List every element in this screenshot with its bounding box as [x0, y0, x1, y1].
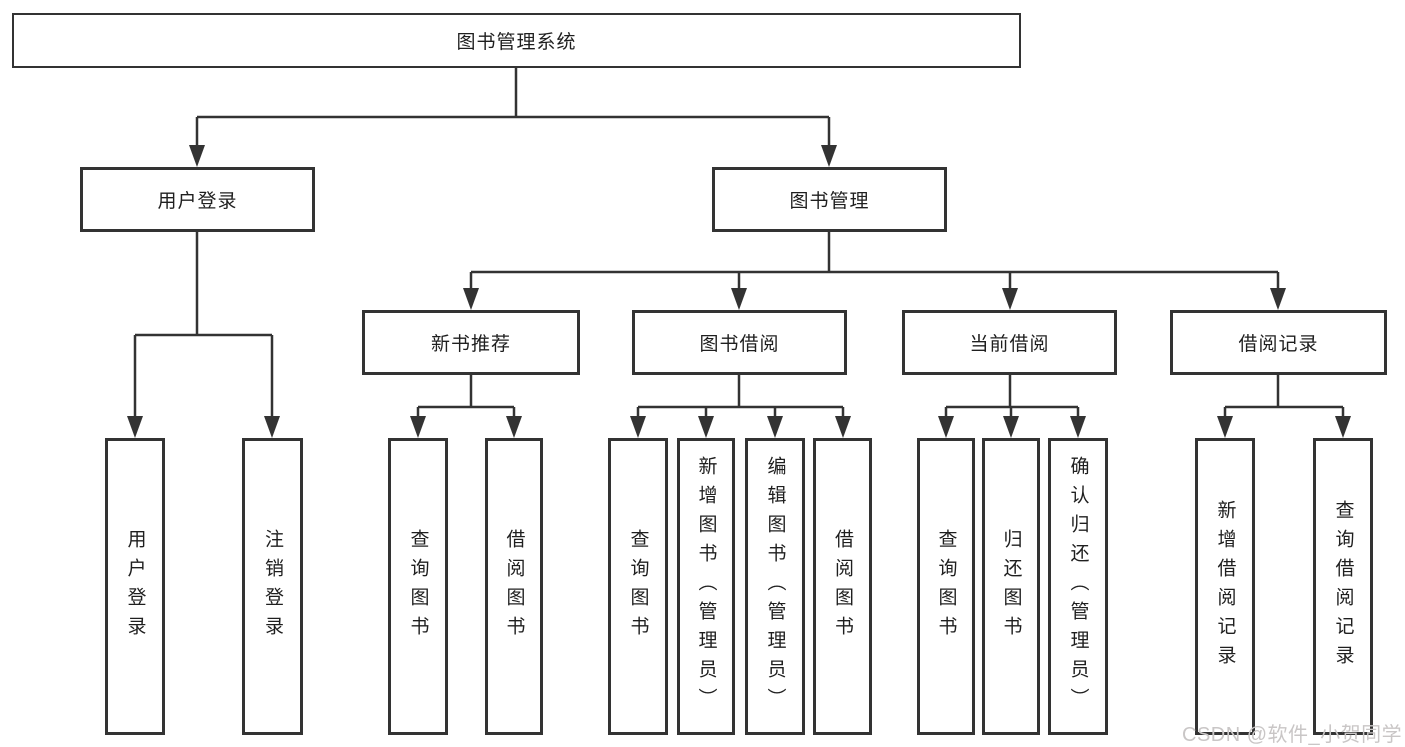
- node-current-borrowing-label: 当前借阅: [969, 334, 1050, 355]
- leaf-bb-edit-books-admin-label: 编辑图书（管理员）: [764, 456, 786, 717]
- leaf-cb-query-books-label: 查询图书: [935, 528, 957, 645]
- leaf-nb-query-books-label: 查询图书: [407, 528, 429, 645]
- leaf-user-login-label: 用户登录: [124, 528, 146, 645]
- leaf-logout-label: 注销登录: [262, 528, 283, 645]
- leaf-br-add-record: 新增借阅记录: [1195, 438, 1255, 735]
- leaf-br-query-record: 查询借阅记录: [1313, 438, 1373, 735]
- leaf-nb-borrow-books-label: 借阅图书: [503, 528, 525, 645]
- leaf-br-add-record-label: 新增借阅记录: [1214, 499, 1236, 674]
- leaf-br-query-record-label: 查询借阅记录: [1332, 499, 1354, 674]
- leaf-nb-borrow-books: 借阅图书: [485, 438, 543, 735]
- leaf-bb-edit-books-admin: 编辑图书（管理员）: [745, 438, 805, 735]
- node-new-book-recommend: 新书推荐: [362, 310, 580, 375]
- node-borrow-records-label: 借阅记录: [1238, 334, 1319, 355]
- leaf-cb-return-books: 归还图书: [982, 438, 1040, 735]
- csdn-watermark: CSDN @软件_小贺同学: [1182, 724, 1403, 746]
- node-borrow-records: 借阅记录: [1170, 310, 1387, 375]
- leaf-cb-confirm-return-admin-label: 确认归还（管理员）: [1067, 456, 1089, 717]
- leaf-user-login: 用户登录: [105, 438, 165, 735]
- leaf-bb-query-books-label: 查询图书: [627, 528, 649, 645]
- leaf-cb-return-books-label: 归还图书: [1000, 528, 1022, 645]
- arrowheads: [127, 145, 1351, 438]
- node-user-login-label: 用户登录: [157, 191, 238, 212]
- node-library-system: 图书管理系统: [12, 13, 1021, 68]
- leaf-bb-borrow-books-label: 借阅图书: [832, 528, 853, 645]
- node-new-book-recommend-label: 新书推荐: [430, 334, 511, 355]
- node-book-management: 图书管理: [712, 167, 947, 232]
- leaf-bb-query-books: 查询图书: [608, 438, 668, 735]
- leaf-bb-add-books-admin-label: 新增图书（管理员）: [695, 456, 717, 717]
- leaf-bb-borrow-books: 借阅图书: [813, 438, 872, 735]
- node-user-login: 用户登录: [80, 167, 315, 232]
- node-library-system-label: 图书管理系统: [456, 32, 577, 53]
- node-current-borrowing: 当前借阅: [902, 310, 1117, 375]
- leaf-bb-add-books-admin: 新增图书（管理员）: [677, 438, 735, 735]
- node-book-management-label: 图书管理: [789, 191, 870, 212]
- node-book-borrowing-label: 图书借阅: [699, 334, 780, 355]
- leaf-cb-query-books: 查询图书: [917, 438, 975, 735]
- leaf-cb-confirm-return-admin: 确认归还（管理员）: [1048, 438, 1108, 735]
- leaf-nb-query-books: 查询图书: [388, 438, 448, 735]
- leaf-logout: 注销登录: [242, 438, 303, 735]
- node-book-borrowing: 图书借阅: [632, 310, 847, 375]
